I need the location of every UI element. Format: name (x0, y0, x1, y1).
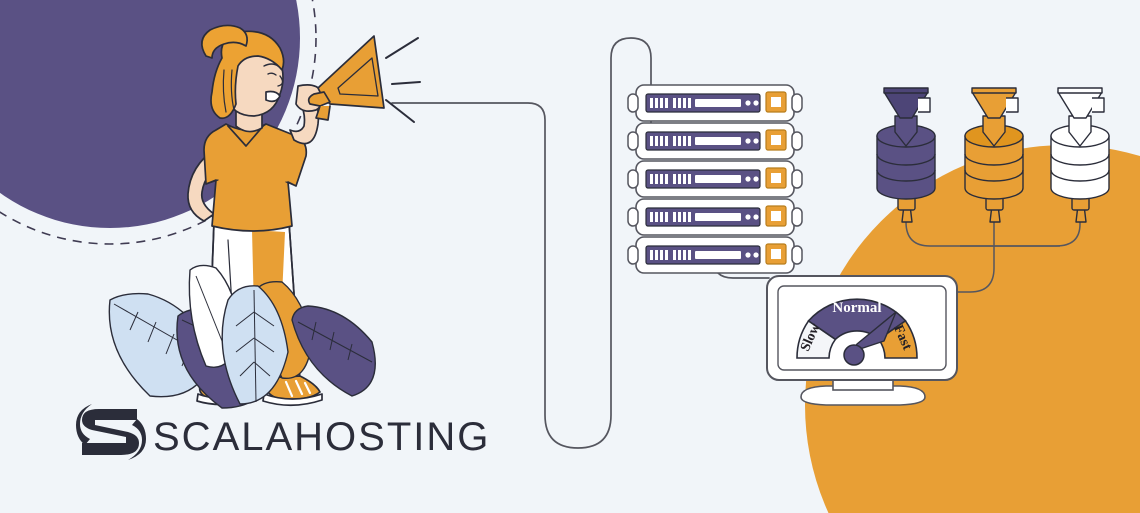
server-unit-3[interactable] (627, 160, 803, 198)
megaphone (307, 35, 385, 121)
server-unit-5[interactable] (627, 236, 803, 274)
speed-monitor[interactable]: Slow Normal Fast (766, 275, 958, 406)
hair-knot (201, 24, 248, 59)
server-rack (627, 84, 803, 274)
shirt (203, 123, 308, 232)
server-unit-1[interactable] (627, 84, 803, 122)
server-unit-4[interactable] (627, 198, 803, 236)
eye (267, 72, 277, 76)
nose (277, 75, 284, 87)
server-unit-2[interactable] (627, 122, 803, 160)
leaf-right-purple (291, 305, 376, 397)
shoe-right (262, 375, 323, 407)
speed-gauge: Slow Normal Fast (796, 298, 918, 366)
hair-strand-1 (222, 69, 227, 113)
brand-name: SCALAHOSTING (153, 415, 490, 459)
scalahosting-s-mark (76, 404, 146, 460)
monitor-stand-base (800, 385, 926, 406)
megaphone-sound-lines (385, 37, 421, 123)
dashed-arc-outline (0, 0, 317, 245)
database-orange[interactable] (964, 87, 1024, 223)
brand-logo[interactable]: SCALAHOSTING (76, 404, 490, 460)
leaf-cluster (108, 264, 376, 409)
gauge-label-normal: Normal (832, 300, 881, 316)
mouth (265, 90, 281, 103)
database-funnel-group (876, 87, 1110, 293)
shirt-collar (227, 124, 265, 147)
hair-strand-2 (230, 69, 235, 111)
sleeve-line-right (285, 181, 297, 187)
gauge-needle-hub (843, 344, 865, 366)
leaf-center-blue (221, 285, 289, 405)
hair (210, 30, 285, 120)
database-white[interactable] (1050, 87, 1110, 223)
wire-megaphone-to-rack (391, 37, 652, 449)
orange-circle-backdrop (805, 145, 1140, 513)
database-purple[interactable] (876, 87, 936, 223)
sleeve-line-left (205, 179, 219, 185)
